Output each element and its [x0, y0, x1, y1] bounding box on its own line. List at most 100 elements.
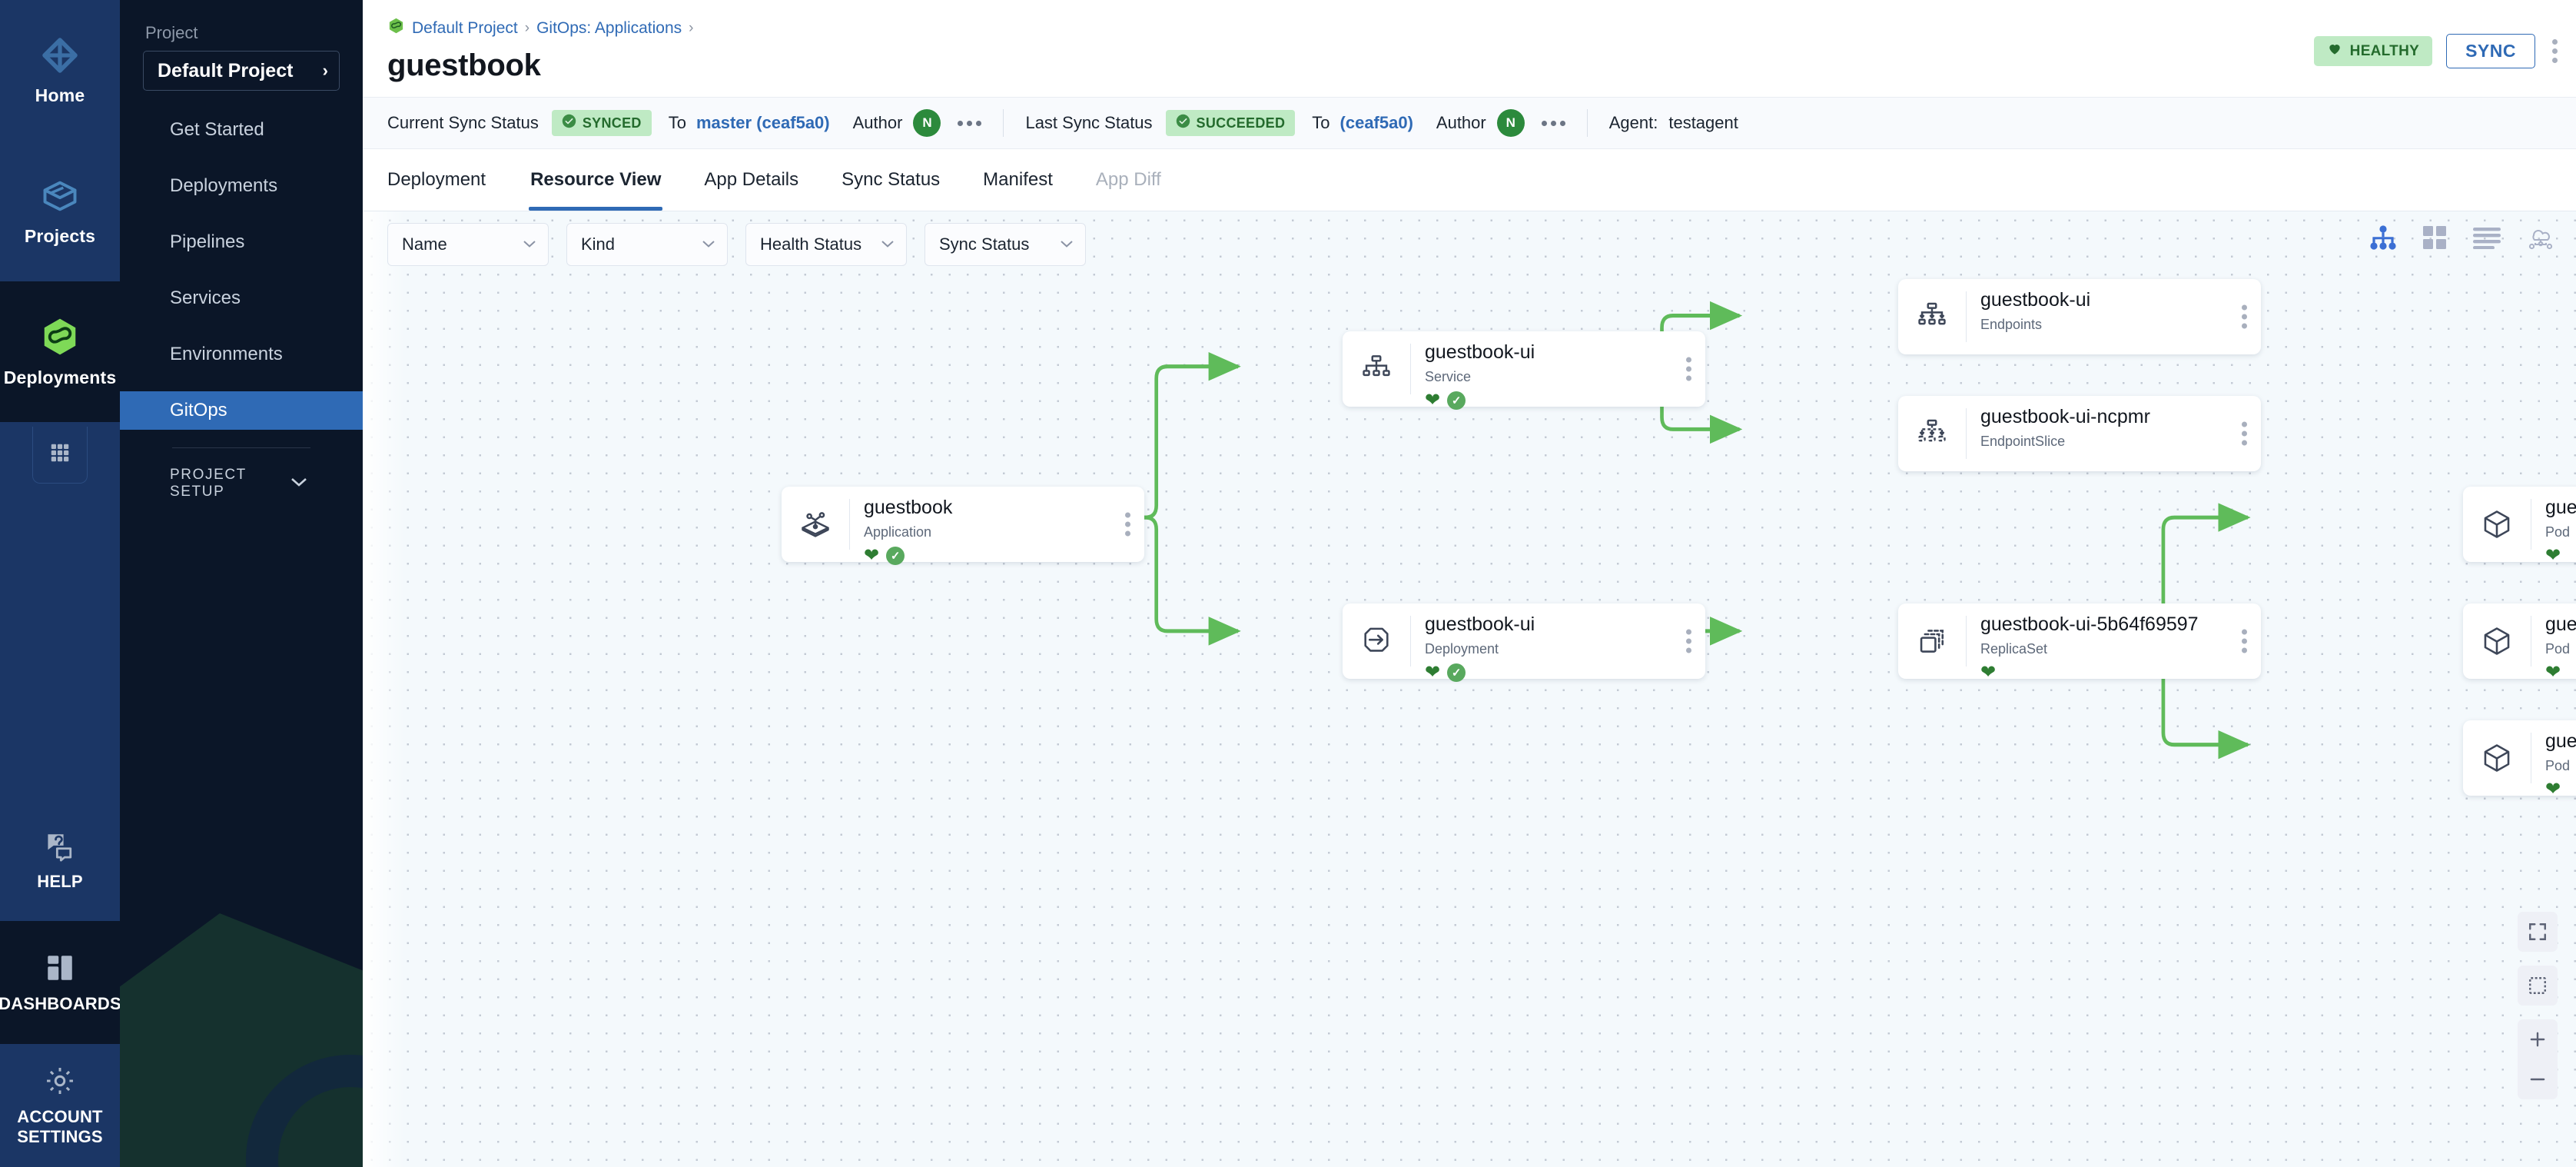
- project-setup-label: PROJECT SETUP: [170, 467, 247, 500]
- select-box-icon[interactable]: [2518, 966, 2558, 1006]
- rail-item-dashboards[interactable]: DASHBOARDS: [0, 921, 121, 1044]
- replicaset-icon: [1898, 603, 1966, 679]
- current-sync-status-badge-label: SYNCED: [582, 115, 642, 131]
- breadcrumb-item-default-project[interactable]: Default Project: [412, 18, 518, 37]
- fit-screen-icon[interactable]: [2518, 912, 2558, 952]
- filter-bar: Name Kind Health Status Sync Status: [363, 211, 2576, 278]
- node-title: guestbook-ui: [1980, 290, 2091, 311]
- rail-item-home[interactable]: Home: [0, 0, 120, 141]
- resource-graph-canvas[interactable]: Name Kind Health Status Sync Status: [363, 211, 2576, 1167]
- zoom-out-icon[interactable]: [2518, 1059, 2558, 1099]
- rail-spacer: [0, 514, 120, 798]
- rail-item-projects[interactable]: Projects: [0, 141, 120, 281]
- avatar[interactable]: N: [913, 109, 941, 137]
- nav-item-get-started[interactable]: Get Started: [120, 111, 363, 149]
- graph-node-service[interactable]: guestbook-ui Service ❤ ✓: [1343, 331, 1705, 410]
- graph-node-replicaset[interactable]: guestbook-ui-5b64f69597 ReplicaSet ❤: [1898, 603, 2261, 683]
- node-divider: [1410, 616, 1411, 667]
- node-kind: Service: [1425, 368, 1472, 384]
- project-setup-toggle[interactable]: PROJECT SETUP: [120, 467, 363, 500]
- tab-app-diff: App Diff: [1095, 169, 1161, 190]
- kebab-horizontal-icon[interactable]: [958, 120, 982, 126]
- graph-node-endpointslice[interactable]: guestbook-ui-ncpmr EndpointSlice: [1898, 396, 2261, 471]
- zoom-in-icon[interactable]: [2518, 1019, 2558, 1059]
- grid-view-icon[interactable]: [2422, 225, 2447, 254]
- node-kind: Pod: [2545, 640, 2571, 657]
- sync-button[interactable]: SYNC: [2446, 34, 2535, 68]
- last-sync-status-badge-label: SUCCEEDED: [1196, 115, 1286, 131]
- nav-item-label: Environments: [170, 344, 283, 364]
- node-body: guestbook-ui Endpoints: [1967, 279, 2261, 354]
- current-author-label: Author: [852, 113, 903, 132]
- node-title: guestbook-ui-5b64f6959…: [2545, 731, 2576, 752]
- graph-node-pod[interactable]: guestbook-ui-5b64f6959… Pod ❤: [2463, 603, 2576, 683]
- node-kind: Pod: [2545, 524, 2571, 540]
- rail-item-label: Projects: [24, 225, 96, 246]
- tab-sync-status[interactable]: Sync Status: [842, 169, 941, 190]
- graph-node-deployment[interactable]: guestbook-ui Deployment ❤ ✓: [1343, 603, 1705, 682]
- nav-item-pipelines[interactable]: Pipelines: [120, 223, 363, 261]
- nav-item-deployments[interactable]: Deployments: [120, 167, 363, 205]
- rail-item-help[interactable]: HELP: [0, 798, 120, 921]
- breadcrumb-item-gitops-applications[interactable]: GitOps: Applications: [536, 18, 682, 37]
- tab-bar: Deployment Resource View App Details Syn…: [363, 149, 2576, 211]
- node-body: guestbook-ui-5b64f69597 ReplicaSet ❤: [1967, 603, 2261, 683]
- page-title: guestbook: [387, 48, 541, 82]
- heart-icon: ❤: [2545, 661, 2561, 683]
- filter-kind[interactable]: Kind: [566, 223, 728, 266]
- node-menu-icon[interactable]: [1686, 357, 1691, 381]
- divider: [1586, 109, 1588, 137]
- apps-launcher-button[interactable]: [32, 427, 88, 484]
- graph-node-endpoints[interactable]: guestbook-ui Endpoints: [1898, 279, 2261, 354]
- tab-app-details[interactable]: App Details: [704, 169, 799, 190]
- tab-deployment[interactable]: Deployment: [387, 169, 486, 190]
- network-cloud-icon[interactable]: [2527, 225, 2554, 254]
- kebab-horizontal-icon[interactable]: [1541, 120, 1565, 126]
- box-icon: [40, 176, 80, 216]
- chevron-down-icon: [1060, 237, 1074, 252]
- node-menu-icon[interactable]: [2242, 629, 2247, 653]
- project-selector[interactable]: Default Project ›: [143, 51, 340, 91]
- nav-item-gitops[interactable]: GitOps: [120, 391, 363, 430]
- rail-item-deployments[interactable]: Deployments: [0, 281, 120, 422]
- graph-node-pod[interactable]: guestbook-ui-5b64f6959… Pod ❤: [2463, 487, 2576, 564]
- current-revision-link[interactable]: master (ceaf5a0): [695, 113, 830, 132]
- nav-item-services[interactable]: Services: [120, 279, 363, 318]
- node-menu-icon[interactable]: [1125, 512, 1130, 537]
- check-circle-icon: ✓: [1447, 391, 1466, 410]
- graph-node-pod[interactable]: guestbook-ui-5b64f6959… Pod ❤: [2463, 720, 2576, 798]
- last-sync-status-label: Last Sync Status: [1025, 113, 1153, 132]
- tree-view-icon[interactable]: [2370, 225, 2396, 254]
- tab-manifest[interactable]: Manifest: [983, 169, 1053, 190]
- tab-resource-view[interactable]: Resource View: [509, 149, 682, 211]
- filter-health-status[interactable]: Health Status: [745, 223, 907, 266]
- agent-value: testagent: [1668, 113, 1738, 132]
- last-sync-status-badge: SUCCEEDED: [1165, 110, 1296, 136]
- node-kind: Deployment: [1425, 640, 1499, 657]
- rail-item-account-settings[interactable]: ACCOUNT SETTINGS: [0, 1044, 120, 1167]
- check-circle-icon: [1176, 114, 1190, 132]
- last-to-label: To: [1312, 113, 1330, 132]
- node-body: guestbook-ui-5b64f6959… Pod ❤: [2531, 487, 2576, 564]
- check-circle-icon: ✓: [886, 546, 905, 565]
- endpointslice-icon: [1898, 396, 1966, 471]
- divider: [1003, 109, 1004, 137]
- rail-item-label: Deployments: [3, 367, 117, 387]
- node-menu-icon[interactable]: [2242, 304, 2247, 329]
- graph-node-application[interactable]: guestbook Application ❤ ✓: [782, 487, 1144, 565]
- filter-name[interactable]: Name: [387, 223, 549, 266]
- nav-item-environments[interactable]: Environments: [120, 335, 363, 374]
- node-menu-icon[interactable]: [2242, 421, 2247, 446]
- breadcrumb-separator: ›: [689, 19, 694, 36]
- node-title: guestbook-ui-5b64f6959…: [2545, 497, 2576, 518]
- project-section-label: Project: [145, 23, 198, 42]
- list-view-icon[interactable]: [2473, 226, 2501, 253]
- heart-icon: ❤: [1980, 661, 1997, 683]
- last-revision-link[interactable]: (ceaf5a0): [1339, 113, 1413, 132]
- sync-status-bar: Current Sync Status SYNCED To master (ce…: [363, 97, 2576, 149]
- node-menu-icon[interactable]: [1686, 629, 1691, 653]
- last-author-label: Author: [1436, 113, 1486, 132]
- filter-sync-status[interactable]: Sync Status: [925, 223, 1086, 266]
- avatar[interactable]: N: [1496, 109, 1525, 137]
- kebab-vertical-icon[interactable]: [2549, 36, 2561, 66]
